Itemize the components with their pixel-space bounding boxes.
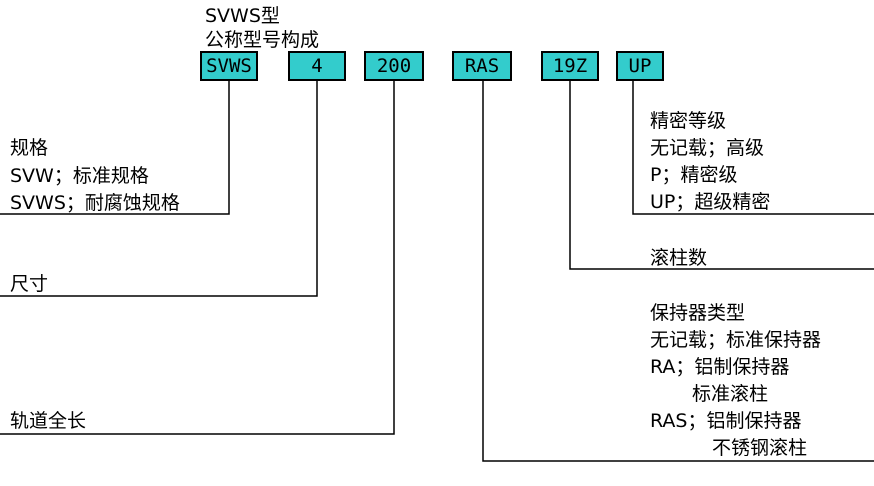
code-box-retainer: RAS [452,51,512,81]
leader-line-retainer [482,81,874,462]
leader-line-spec [0,81,230,215]
accuracy-line-p: P；精密级 [650,164,738,186]
spec-line-svw: SVW；标准规格 [10,165,149,187]
code-box-accuracy: UP [616,51,664,81]
size-heading: 尺寸 [10,273,49,295]
retainer-line-ras-roller: 不锈钢滚柱 [712,437,808,459]
retainer-heading: 保持器类型 [650,302,746,324]
model-title: SVWS型 [205,5,280,27]
accuracy-line-up: UP；超级精密 [650,191,771,213]
code-box-roller-count: 19Z [541,51,599,81]
accuracy-heading: 精密等级 [650,110,727,132]
rail-length-heading: 轨道全长 [10,410,87,432]
leader-line-size [0,81,318,297]
model-subtitle: 公称型号构成 [205,29,320,51]
code-box-length: 200 [364,51,424,81]
retainer-line-standard: 无记载；标准保持器 [650,329,822,351]
retainer-line-ras: RAS；铝制保持器 [650,410,802,432]
code-box-size: 4 [288,51,346,81]
roller-count-heading: 滚柱数 [650,247,708,269]
leader-line-length [0,81,395,435]
retainer-line-ra: RA；铝制保持器 [650,356,790,378]
leader-line-accuracy [632,81,874,215]
leader-line-roller-count [569,81,874,270]
accuracy-line-high: 无记载；高级 [650,137,765,159]
code-box-spec: SVWS [200,51,258,81]
spec-line-svws: SVWS；耐腐蚀规格 [10,192,180,214]
retainer-line-ra-roller: 标准滚柱 [692,383,769,405]
spec-heading: 规格 [10,137,49,159]
